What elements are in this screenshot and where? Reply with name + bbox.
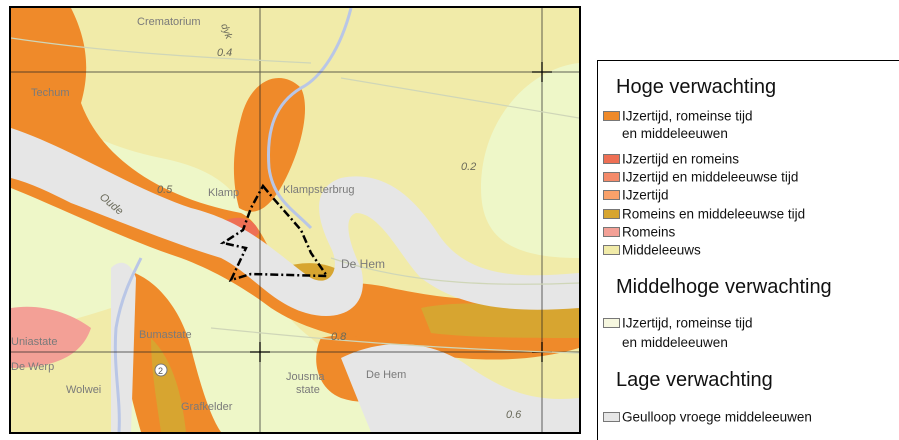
legend-swatch bbox=[603, 172, 620, 183]
label-grafkelder: Grafkelder bbox=[181, 401, 233, 413]
roads bbox=[11, 37, 579, 354]
label-state: state bbox=[296, 384, 320, 396]
legend-swatch bbox=[603, 209, 620, 220]
legend-heading-high: Hoge verwachting bbox=[616, 76, 777, 98]
legend-item: IJzertijd en romeins bbox=[603, 151, 739, 167]
map-panel[interactable]: Crematorium Techum Klamp Klampsterbrug O… bbox=[9, 6, 581, 434]
legend-swatch bbox=[603, 227, 620, 238]
depth-label: 0.8 bbox=[331, 331, 347, 343]
depth-label: 0.5 bbox=[157, 184, 173, 196]
label-jousma: Jousma bbox=[286, 371, 325, 383]
channel-geulloop bbox=[11, 128, 579, 316]
label-uniastate: Uniastate bbox=[11, 336, 57, 348]
legend-item: Middeleeuws bbox=[603, 242, 701, 258]
legend-heading-low: Lage verwachting bbox=[616, 369, 773, 391]
legend-item: IJzertijd bbox=[603, 187, 669, 203]
legend-item: Geulloop vroege middeleeuwen bbox=[603, 409, 812, 425]
legend-item: IJzertijd, romeinse tijd bbox=[603, 108, 753, 124]
label-klamp: Klamp bbox=[208, 187, 239, 199]
legend-item-continuation: en middeleeuwen bbox=[622, 335, 728, 350]
depth-label: 0.2 bbox=[461, 161, 476, 173]
channel-geulloop-2 bbox=[341, 344, 579, 432]
zone-romeins-middeleeuwse-3 bbox=[421, 303, 579, 338]
legend-swatch bbox=[603, 154, 620, 165]
legend-item: Romeins bbox=[603, 224, 675, 240]
legend-swatch bbox=[603, 190, 620, 201]
label-de-werp: De Werp bbox=[11, 361, 54, 373]
legend-item: Romeins en middeleeuwse tijd bbox=[603, 206, 805, 222]
river-line bbox=[266, 8, 353, 230]
depth-label: 0.6 bbox=[506, 409, 522, 421]
zone-ijzertijd-romeinse-middeleeuwen-3 bbox=[111, 268, 221, 432]
legend-swatch bbox=[603, 111, 620, 122]
zone-romeins bbox=[11, 306, 91, 368]
label-crematorium: Crematorium bbox=[137, 16, 201, 28]
legend-item: IJzertijd, romeinse tijd bbox=[603, 315, 753, 331]
legend-item: IJzertijd en middeleeuwse tijd bbox=[603, 169, 798, 185]
route-number: 2 bbox=[158, 366, 163, 376]
label-dyk: dyk bbox=[218, 22, 234, 41]
legend-swatch bbox=[603, 412, 620, 423]
zone-romeins-middeleeuwse-4 bbox=[151, 338, 186, 432]
study-area-boundary bbox=[219, 183, 330, 283]
label-de-hem-2: De Hem bbox=[366, 369, 406, 381]
label-techum: Techum bbox=[31, 87, 70, 99]
river-line-2 bbox=[113, 257, 143, 432]
route-marker: 2 bbox=[154, 363, 168, 377]
legend-item-continuation: en middeleeuwen bbox=[622, 126, 728, 141]
depth-label: 0.4 bbox=[217, 47, 232, 59]
map-legend: Hoge verwachting IJzertijd, romeinse tij… bbox=[597, 60, 899, 440]
label-wolwei: Wolwei bbox=[66, 384, 101, 396]
legend-swatch bbox=[603, 245, 620, 256]
label-de-hem-1: De Hem bbox=[341, 257, 385, 271]
label-bumastate: Bumastate bbox=[139, 329, 192, 341]
legend-heading-medium: Middelhoge verwachting bbox=[616, 276, 832, 298]
map-canvas: Crematorium Techum Klamp Klampsterbrug O… bbox=[11, 8, 579, 432]
label-klampsterbrug: Klampsterbrug bbox=[283, 184, 355, 196]
legend-swatch bbox=[603, 318, 620, 329]
